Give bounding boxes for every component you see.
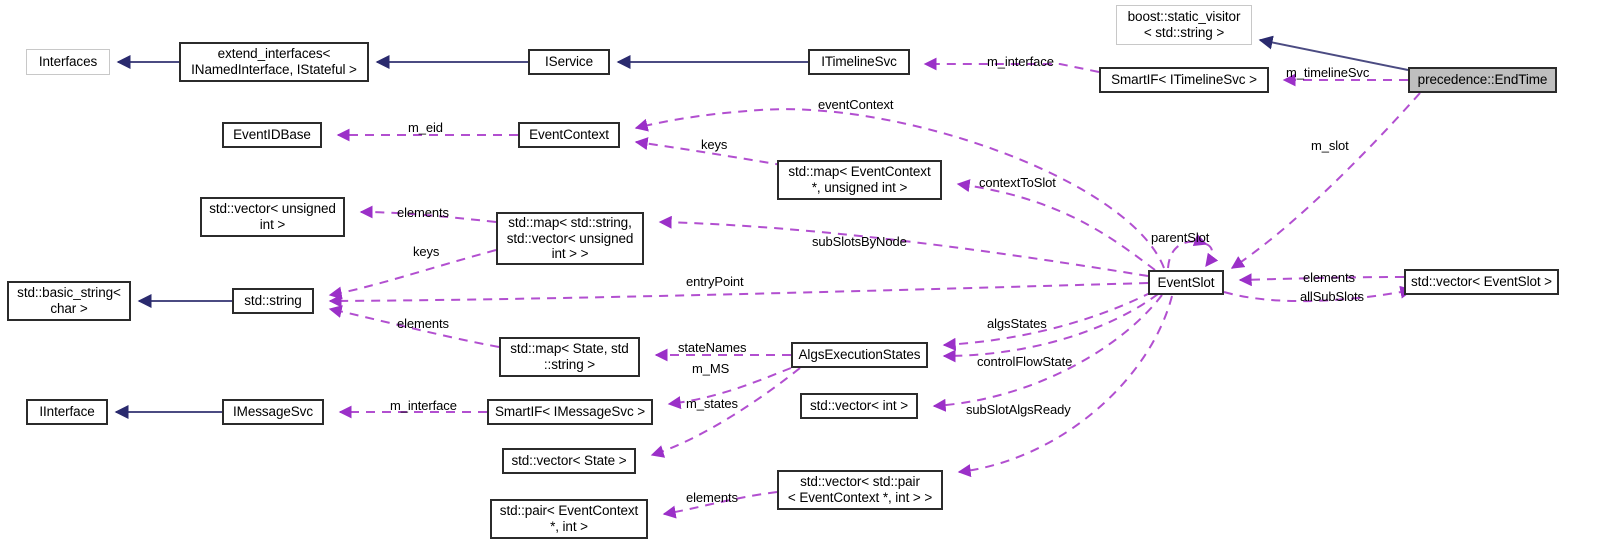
edge-label-eventcontext: eventContext (818, 97, 894, 112)
node-label: ITimelineSvc (821, 54, 897, 70)
node-label: IInterface (39, 404, 95, 420)
node-vector-eventslot[interactable]: std::vector< EventSlot > (1404, 269, 1559, 295)
edge-label-keys-contextmap: keys (701, 137, 728, 152)
edge-label-controlflowstate: controlFlowState (977, 354, 1073, 369)
edge-eventslot-to-map-ctx-uint (956, 179, 1156, 271)
node-algsexecutionstates[interactable]: AlgsExecutionStates (791, 342, 928, 368)
node-label: std::map< std::string, std::vector< unsi… (506, 214, 634, 262)
edge-smartif-itimelinesvc-to-itimelinesvc (923, 57, 1100, 73)
node-label: std::pair< EventContext *, int > (499, 503, 639, 534)
edge-label-elements-statemap: elements (397, 316, 449, 331)
edge-label-m-eid: m_eid (408, 120, 443, 135)
node-label: std::basic_string< char > (17, 285, 121, 316)
inheritance-edges (114, 35, 1409, 419)
edge-eventslot-parentslot-self-left (1167, 233, 1208, 269)
node-label: EventSlot (1157, 274, 1215, 290)
node-label: IMessageSvc (233, 404, 313, 420)
node-label: std::vector< int > (810, 398, 908, 414)
node-map-eventcontext-unsigned-int[interactable]: std::map< EventContext *, unsigned int > (777, 160, 942, 200)
edge-eventslot-to-map-str-vec-uint (658, 215, 1149, 277)
edge-vec-eventslot-to-eventslot (1238, 273, 1405, 287)
node-label: Interfaces (38, 54, 98, 70)
node-imessagesvc[interactable]: IMessageSvc (222, 399, 324, 425)
node-std-string[interactable]: std::string (232, 288, 314, 314)
edge-label-algsstates: algsStates (987, 316, 1047, 331)
node-vector-int[interactable]: std::vector< int > (800, 393, 918, 419)
node-iservice[interactable]: IService (528, 49, 610, 75)
node-label: EventIDBase (233, 127, 311, 143)
node-label: std::vector< EventSlot > (1411, 274, 1552, 290)
node-pair-eventcontext-int[interactable]: std::pair< EventContext *, int > (490, 499, 648, 539)
node-basic-string-char[interactable]: std::basic_string< char > (7, 281, 131, 321)
node-extend-interfaces[interactable]: extend_interfaces< INamedInterface, ISta… (179, 42, 369, 82)
node-label: std::vector< State > (511, 453, 627, 469)
node-vector-pair-eventcontext-int[interactable]: std::vector< std::pair < EventContext *,… (777, 470, 943, 510)
node-label: AlgsExecutionStates (798, 347, 921, 363)
edge-map-state-string-to-std-string (328, 305, 500, 348)
edge-label-m-states: m_states (686, 396, 738, 411)
edge-eventslot-to-algsexecutionstates-controlflow (942, 293, 1159, 363)
edge-eventslot-to-vec-int (932, 294, 1163, 412)
node-label: IService (545, 54, 593, 70)
edge-label-subslotalgsready: subSlotAlgsReady (966, 402, 1071, 417)
node-vector-state[interactable]: std::vector< State > (502, 448, 636, 474)
edge-label-allsubslots: allSubSlots (1300, 289, 1364, 304)
node-label: std::vector< unsigned int > (209, 201, 336, 232)
node-label: std::map< State, std ::string > (510, 341, 629, 372)
edge-vec-pair-ctx-int-to-pair-ctx-int (662, 491, 778, 519)
edge-label-statenames: stateNames (678, 340, 747, 355)
node-label: EventContext (529, 127, 609, 143)
node-vector-unsigned-int[interactable]: std::vector< unsigned int > (200, 197, 345, 237)
edge-eventslot-to-eventcontext (634, 108, 1165, 269)
edge-label-subslotsbynode: subSlotsByNode (812, 234, 907, 249)
edge-label-entrypoint: entryPoint (686, 274, 744, 289)
node-smartif-imessagesvc[interactable]: SmartIF< IMessageSvc > (487, 399, 653, 425)
node-smartif-itimelinesvc[interactable]: SmartIF< ITimelineSvc > (1099, 67, 1269, 93)
edge-label-m-interface-message: m_interface (390, 398, 457, 413)
usage-edges (328, 57, 1421, 519)
edge-label-elements-eventslot: elements (1303, 270, 1355, 285)
node-label: precedence::EndTime (1417, 72, 1548, 88)
edge-eventslot-to-vec-pair-ctx-int (957, 295, 1173, 478)
node-map-state-string[interactable]: std::map< State, std ::string > (499, 337, 640, 377)
edge-label-keys-stringmap: keys (413, 244, 440, 259)
edge-label-elements-vector-uint: elements (397, 205, 449, 220)
edge-eventslot-to-std-string (328, 282, 1149, 308)
edge-label-elements-pair: elements (686, 490, 738, 505)
node-interfaces[interactable]: Interfaces (26, 49, 110, 75)
edge-eventslot-parentslot-self-right (1205, 243, 1219, 268)
node-boost-static-visitor[interactable]: boost::static_visitor < std::string > (1116, 5, 1252, 45)
node-eventslot[interactable]: EventSlot (1148, 270, 1224, 295)
edge-label-m-interface-timeline: m_interface (987, 54, 1054, 69)
node-map-string-vector-unsigned-int[interactable]: std::map< std::string, std::vector< unsi… (496, 212, 644, 265)
edge-eventslot-to-algsexecutionstates-algsstates (942, 291, 1153, 351)
node-iinterface[interactable]: IInterface (26, 399, 108, 425)
node-precedence-endtime[interactable]: precedence::EndTime (1408, 67, 1557, 93)
edge-label-parentslot: parentSlot (1151, 230, 1210, 245)
edge-eventslot-to-vec-eventslot (1223, 285, 1414, 303)
node-label: extend_interfaces< INamedInterface, ISta… (191, 46, 357, 77)
edge-algsexecutionstates-to-vec-state (650, 367, 801, 458)
edge-map-str-vec-uint-to-vec-unsigned-int (359, 205, 497, 223)
node-label: std::map< EventContext *, unsigned int > (788, 164, 931, 195)
node-label: SmartIF< ITimelineSvc > (1111, 72, 1257, 88)
node-label: SmartIF< IMessageSvc > (494, 404, 646, 420)
node-label: std::string (244, 293, 302, 309)
edge-endtime-to-boost-static-visitor (1258, 35, 1409, 71)
node-itimelinesvc[interactable]: ITimelineSvc (808, 49, 910, 75)
edge-label-contexttoslot: contextToSlot (979, 175, 1056, 190)
edge-map-str-vec-uint-to-std-string (328, 249, 497, 300)
node-label: boost::static_visitor < std::string > (1127, 9, 1241, 40)
edge-endtime-to-eventslot (1230, 92, 1421, 269)
node-eventcontext[interactable]: EventContext (518, 122, 620, 148)
edge-label-m-slot: m_slot (1311, 138, 1349, 153)
node-eventidbase[interactable]: EventIDBase (222, 122, 322, 148)
node-label: std::vector< std::pair < EventContext *,… (787, 474, 933, 505)
edge-label-m-timelinesvc: m_timelineSvc (1286, 65, 1370, 80)
edge-label-m-ms: m_MS (692, 361, 730, 376)
